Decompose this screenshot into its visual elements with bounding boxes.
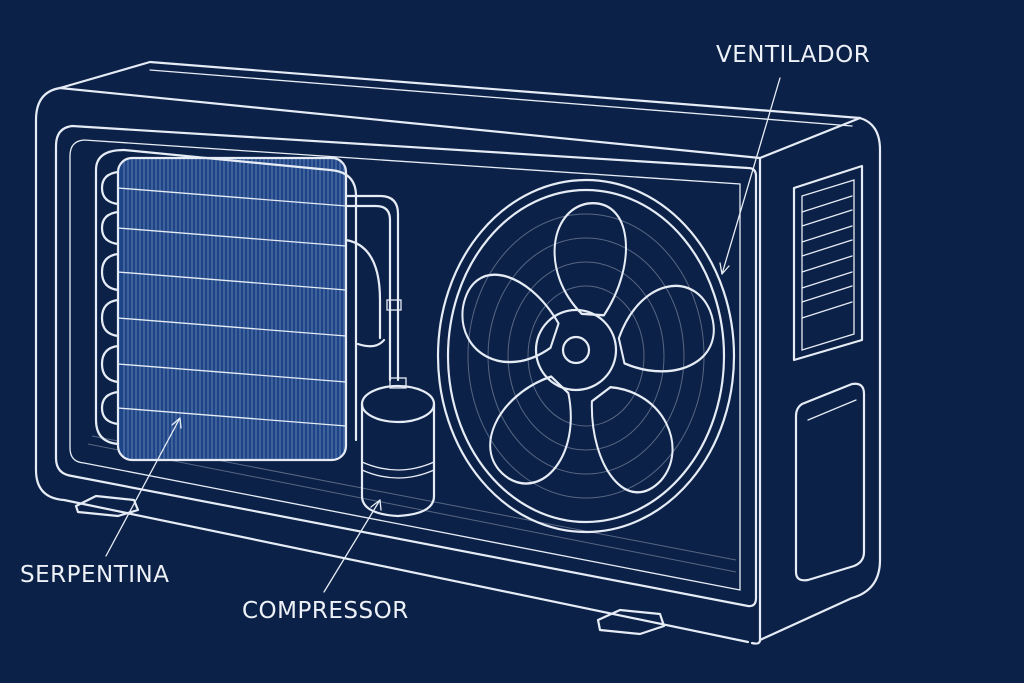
refrigerant-pipes — [344, 194, 402, 382]
coil-tubes — [100, 170, 347, 427]
compressor-callout-arrow — [370, 499, 382, 511]
side-vent — [792, 164, 864, 362]
coil-fins — [123, 158, 345, 460]
fan-blade — [461, 273, 560, 364]
coil-callout-line — [105, 417, 181, 557]
fan — [436, 178, 736, 534]
compressor — [360, 377, 436, 518]
coil-label: SERPENTINA — [20, 562, 170, 588]
coil-serpentine — [94, 148, 358, 462]
fan-blade — [590, 385, 674, 494]
fan-blade — [617, 284, 715, 373]
callout-lines — [105, 77, 781, 593]
service-panel — [794, 382, 866, 582]
unit-feet — [74, 494, 666, 636]
coil-callout-arrow — [171, 417, 182, 429]
fan-label: VENTILADOR — [716, 42, 871, 68]
fan-callout-line — [721, 77, 781, 275]
compressor-callout-line — [323, 499, 381, 593]
fan-blades — [461, 202, 715, 494]
fan-guard-rings — [467, 213, 705, 499]
unit-casing — [34, 60, 882, 645]
compressor-label: COMPRESSOR — [242, 598, 409, 624]
fan-blade — [553, 202, 627, 317]
fan-callout-arrow — [719, 262, 730, 275]
fan-blade — [489, 375, 572, 485]
